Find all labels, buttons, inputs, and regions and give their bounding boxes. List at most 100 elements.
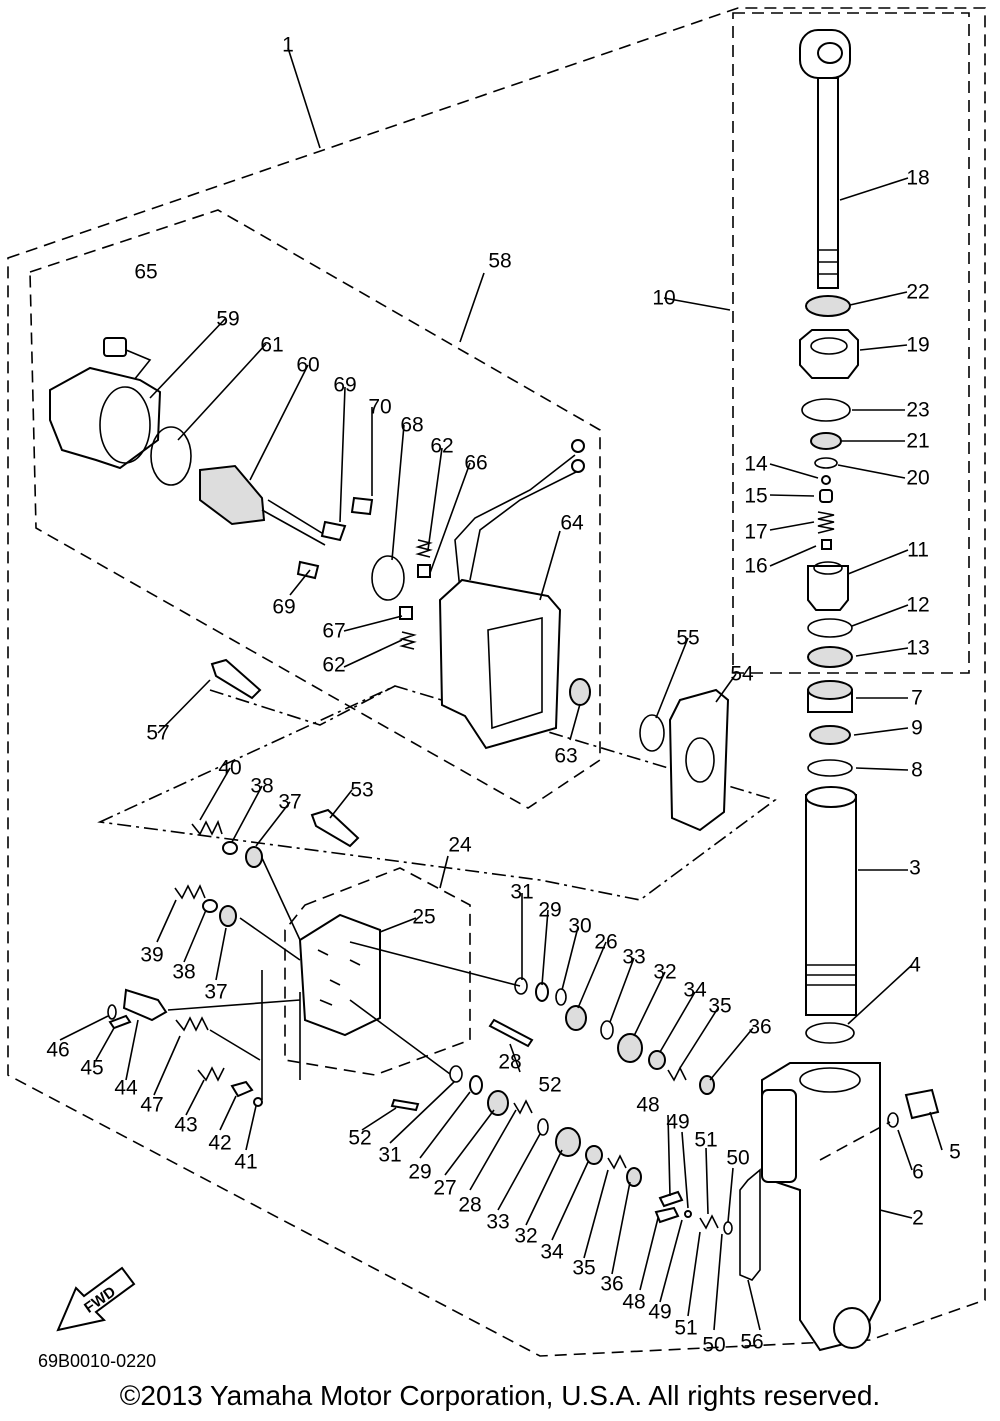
part-8-o-ring — [807, 759, 853, 777]
label-part-30: 30 — [568, 914, 592, 938]
label-part-17: 17 — [744, 520, 768, 544]
part-2-body-bore — [799, 1067, 861, 1093]
part-38-check-ball — [222, 841, 238, 855]
part-14-ball — [821, 475, 831, 485]
label-part-26: 26 — [594, 930, 618, 954]
assembly-10-boundary — [732, 12, 970, 674]
label-part-34-lower: 34 — [540, 1240, 564, 1264]
part-28-spring — [513, 1099, 533, 1115]
label-part-32: 32 — [653, 960, 677, 984]
part-2-body-flange — [761, 1089, 797, 1183]
assembly-58-boundary — [29, 209, 601, 809]
label-part-60: 60 — [296, 353, 320, 377]
label-part-47: 47 — [140, 1093, 164, 1117]
part-70-screw — [350, 496, 374, 516]
part-23-o-ring — [801, 398, 851, 422]
part-50-o-ring — [723, 1221, 733, 1235]
part-31-clip — [514, 977, 528, 995]
label-part-6: 6 — [912, 1160, 924, 1184]
label-part-35: 35 — [708, 994, 732, 1018]
motor-plane-outline — [209, 685, 396, 726]
label-part-29-lower: 29 — [408, 1160, 432, 1184]
part-60-armature — [199, 464, 266, 526]
label-part-7: 7 — [911, 686, 923, 710]
label-part-15: 15 — [744, 484, 768, 508]
label-part-9: 9 — [911, 716, 923, 740]
part-36-cap-lower — [626, 1167, 642, 1187]
part-20-o-ring — [814, 457, 838, 469]
label-part-37-lower: 37 — [204, 980, 228, 1004]
part-64-cap-frame — [487, 617, 543, 730]
part-37-seat — [245, 846, 263, 868]
label-part-10: 10 — [652, 286, 676, 310]
part-68-brush-holder — [371, 555, 405, 601]
part-55-o-ring — [639, 714, 665, 752]
part-35-spring-lower — [607, 1154, 627, 1170]
part-32-piston-lower — [555, 1127, 581, 1157]
part-30-o-ring — [555, 988, 567, 1006]
part-69-screw-upper — [320, 520, 347, 542]
label-part-67: 67 — [322, 619, 346, 643]
part-53-bolt — [310, 808, 360, 848]
label-part-13: 13 — [906, 636, 930, 660]
fwd-arrow-icon — [56, 1266, 136, 1332]
part-52-pin-left — [390, 1098, 420, 1112]
part-43-spring — [197, 1066, 225, 1082]
label-part-20: 20 — [906, 466, 930, 490]
label-part-59: 59 — [216, 307, 240, 331]
label-part-41: 41 — [234, 1150, 258, 1174]
part-2-bottom-eye — [833, 1307, 871, 1349]
part-69-screw-lower — [296, 560, 320, 580]
label-part-33-lower: 33 — [486, 1210, 510, 1234]
copyright-notice: ©2013 Yamaha Motor Corporation, U.S.A. A… — [119, 1380, 881, 1411]
part-47-spring — [175, 1016, 209, 1032]
label-part-31: 31 — [510, 880, 534, 904]
label-part-1: 1 — [282, 33, 294, 57]
motor-lead-wires — [454, 454, 581, 591]
label-part-68: 68 — [400, 413, 424, 437]
part-19-nut-bore — [810, 337, 848, 355]
label-part-19: 19 — [906, 333, 930, 357]
label-part-24: 24 — [448, 833, 472, 857]
tilt-rod-eye-hole — [817, 42, 843, 64]
part-34-seat-lower — [585, 1145, 603, 1165]
part-39-spring — [174, 884, 206, 900]
part-57-bolt — [210, 658, 262, 700]
part-51-spring — [699, 1214, 719, 1230]
pump-plane-outline — [97, 685, 777, 901]
label-part-36-lower: 36 — [600, 1272, 624, 1296]
terminal-upper — [571, 439, 585, 453]
part-59-motor-housing — [49, 366, 162, 470]
label-part-45: 45 — [80, 1056, 104, 1080]
part-35-spring — [667, 1066, 687, 1082]
assembly-24-boundary — [284, 867, 471, 1076]
part-59-housing-face — [99, 386, 151, 464]
part-46-o-ring — [107, 1004, 117, 1020]
tilt-rod — [817, 77, 839, 289]
label-part-40: 40 — [218, 756, 242, 780]
label-part-28: 28 — [498, 1050, 522, 1074]
label-part-11: 11 — [907, 538, 929, 562]
label-part-23: 23 — [906, 398, 930, 422]
part-4-o-ring — [805, 1022, 855, 1044]
part-22-seal — [805, 295, 851, 317]
label-part-62: 62 — [430, 434, 454, 458]
label-part-69-lower: 69 — [272, 595, 296, 619]
label-part-44: 44 — [114, 1076, 138, 1100]
part-49-ball — [684, 1210, 692, 1218]
part-40-spring — [191, 819, 223, 836]
label-part-5: 5 — [949, 1140, 961, 1164]
part-62-spring-lower — [399, 631, 417, 650]
label-part-61: 61 — [260, 333, 284, 357]
label-part-69: 69 — [333, 373, 357, 397]
part-27-plug — [487, 1090, 509, 1116]
label-part-32-lower: 32 — [514, 1224, 538, 1248]
label-part-66: 66 — [464, 451, 488, 475]
label-leader-lines — [59, 47, 943, 1331]
label-part-48-lower: 48 — [622, 1290, 646, 1314]
label-part-31-lower: 31 — [378, 1143, 402, 1167]
label-part-64: 64 — [560, 511, 584, 535]
part-13-washer — [807, 646, 853, 668]
part-12-o-ring — [807, 618, 853, 638]
part-34-seat — [648, 1050, 666, 1070]
